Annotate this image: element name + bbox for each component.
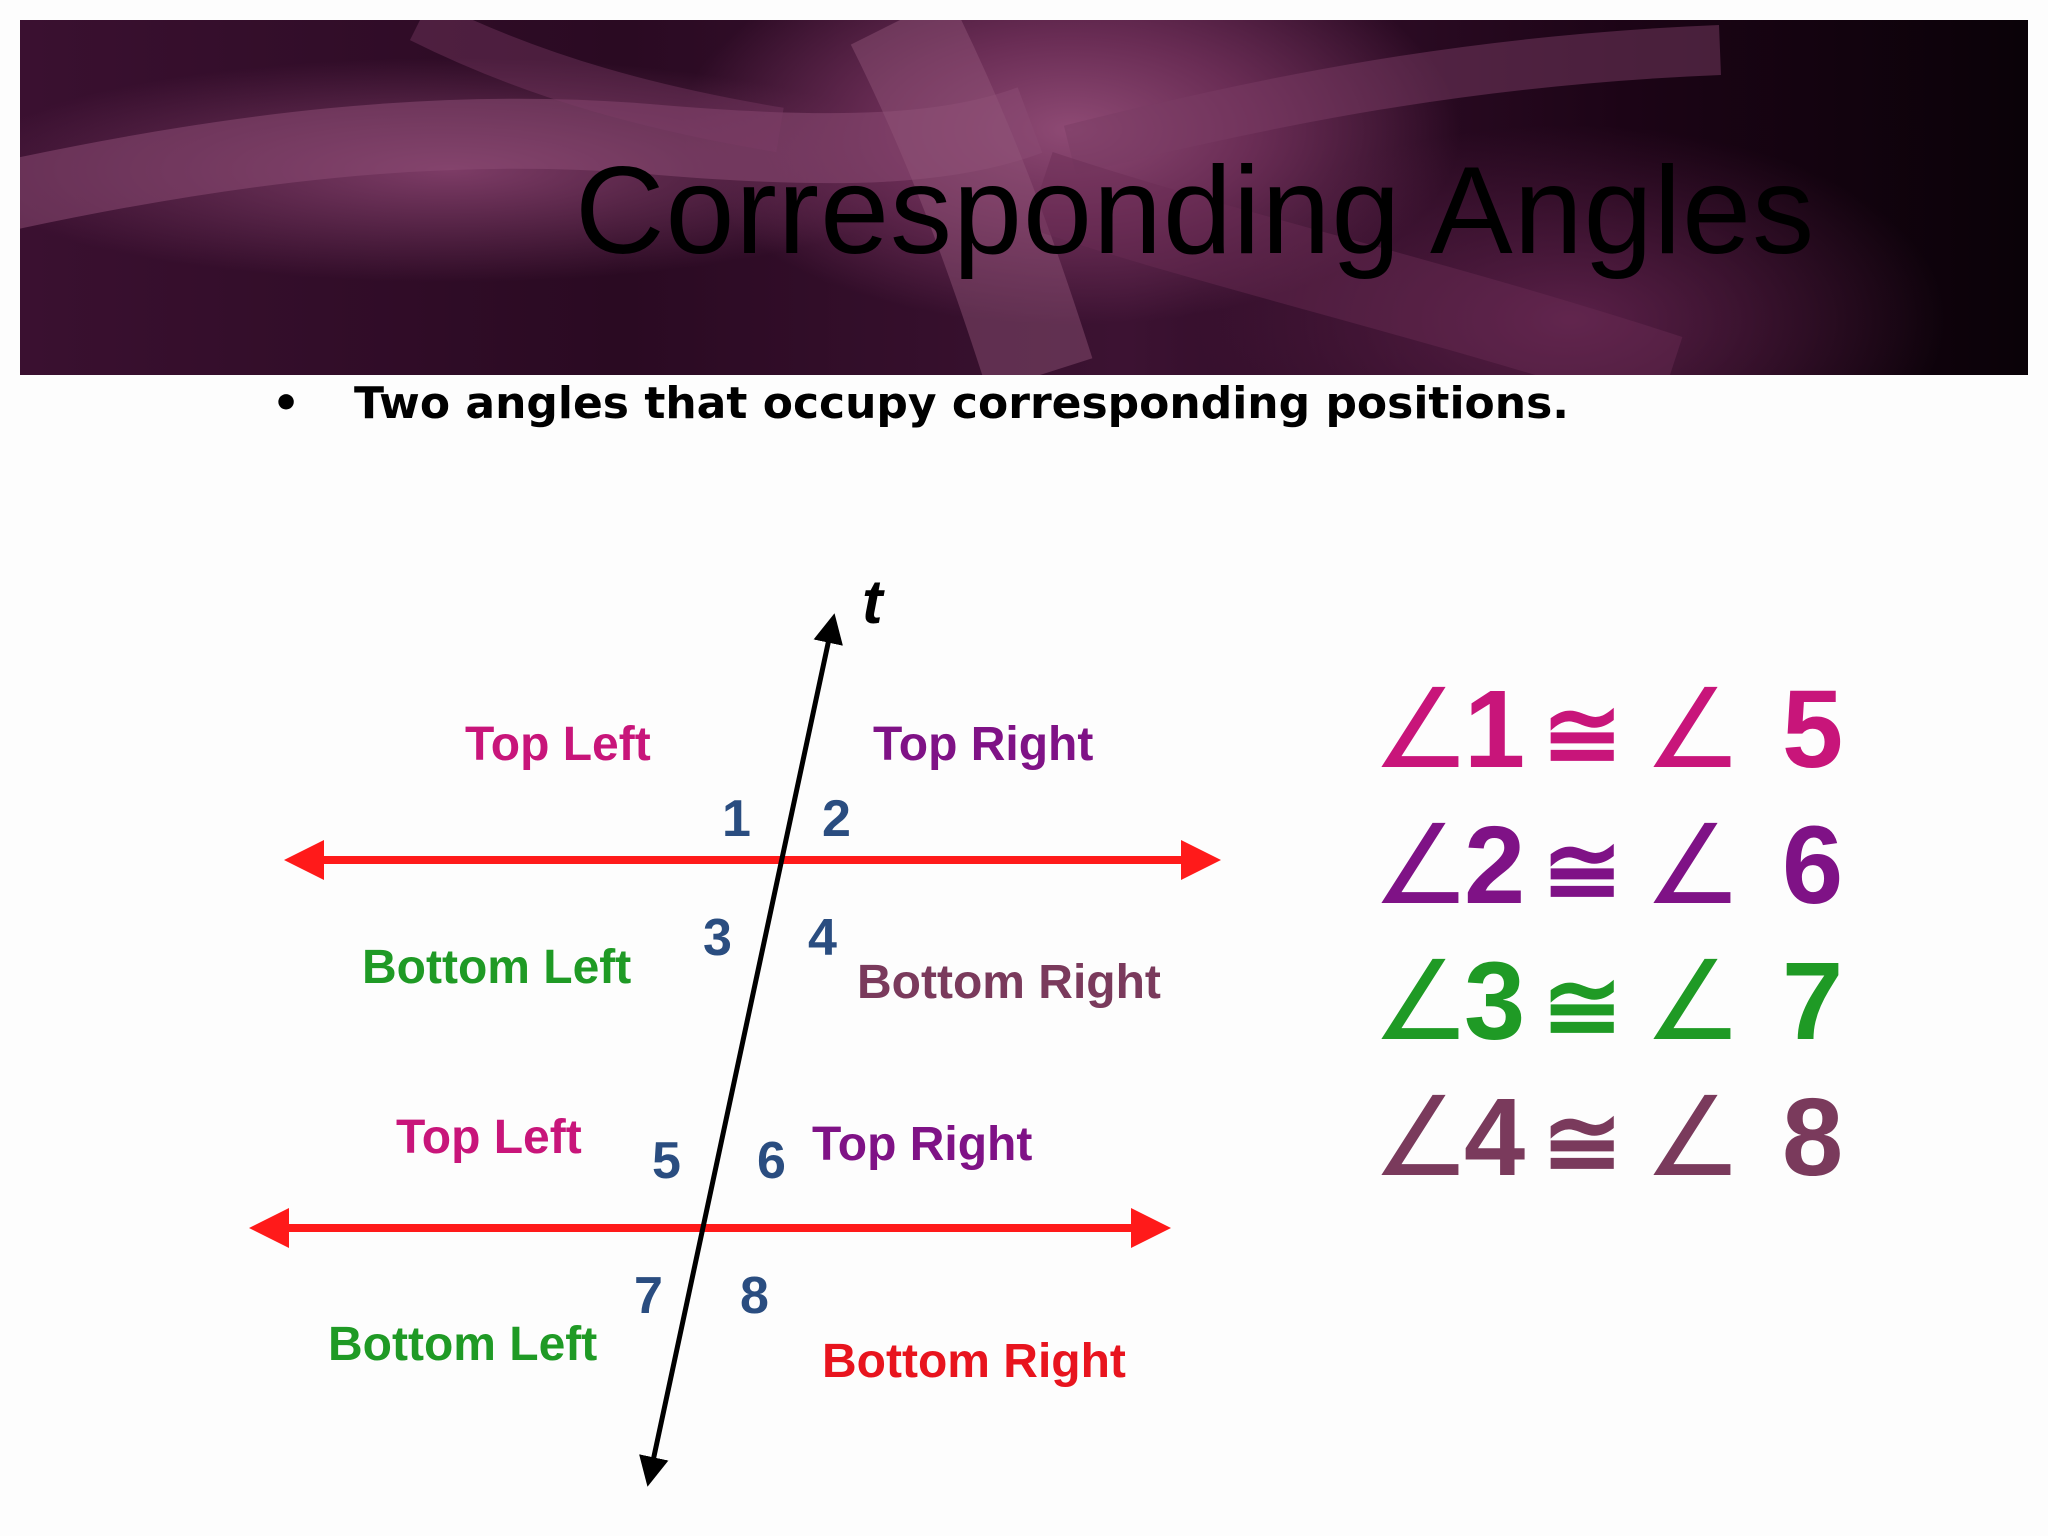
lower-bottom-left-label: Bottom Left — [328, 1318, 597, 1371]
slide-title: Corresponding Angles — [575, 142, 1816, 280]
congruence-left-number: 4 — [1464, 1076, 1526, 1199]
angle-symbol: ∠ — [1372, 668, 1471, 791]
angle-number-2: 2 — [822, 790, 851, 848]
angle-symbol: ∠ — [1644, 804, 1743, 927]
angle-number-8: 8 — [740, 1267, 769, 1325]
congruence-right-number: 7 — [1782, 940, 1844, 1063]
lower-top-right-label: Top Right — [812, 1118, 1032, 1171]
upper-bottom-right-label: Bottom Right — [857, 956, 1161, 1009]
angle-symbol: ∠ — [1372, 804, 1471, 927]
bullet-item: • Two angles that occupy corresponding po… — [272, 378, 1569, 429]
angle-symbol: ∠ — [1644, 668, 1743, 791]
upper-bottom-left-label: Bottom Left — [362, 941, 631, 994]
banner-background-art — [20, 20, 1722, 375]
upper-top-left-label: Top Left — [465, 718, 651, 771]
angle-number-3: 3 — [703, 909, 732, 967]
angle-number-6: 6 — [757, 1132, 786, 1190]
angle-number-4: 4 — [808, 909, 837, 967]
angle-number-7: 7 — [634, 1267, 663, 1325]
congruent-symbol: ≅ — [1542, 682, 1623, 789]
bullet-marker: • — [272, 378, 301, 429]
angle-symbol: ∠ — [1644, 940, 1743, 1063]
angle-number-5: 5 — [652, 1132, 681, 1190]
lower-bottom-right-label: Bottom Right — [822, 1335, 1126, 1388]
congruence-right-number: 8 — [1782, 1076, 1844, 1199]
congruence-left-number: 2 — [1464, 804, 1526, 927]
congruence-left-number: 1 — [1464, 668, 1526, 791]
title-banner: Corresponding Angles — [20, 20, 2028, 375]
upper-top-right-label: Top Right — [873, 718, 1093, 771]
congruent-symbol: ≅ — [1542, 818, 1623, 925]
congruence-right-number: 5 — [1782, 668, 1844, 791]
angle-symbol: ∠ — [1644, 1076, 1743, 1199]
angle-symbol: ∠ — [1372, 1076, 1471, 1199]
congruence-right-number: 6 — [1782, 804, 1844, 927]
congruent-symbol: ≅ — [1542, 954, 1623, 1061]
congruence-left-number: 3 — [1464, 940, 1526, 1063]
lower-top-left-label: Top Left — [396, 1111, 582, 1164]
bullet-text: Two angles that occupy corresponding pos… — [354, 378, 1570, 429]
angle-symbol: ∠ — [1372, 940, 1471, 1063]
congruent-symbol: ≅ — [1542, 1090, 1623, 1197]
transversal-label: t — [862, 568, 885, 637]
angle-number-1: 1 — [722, 790, 751, 848]
transversal-line — [639, 613, 843, 1487]
